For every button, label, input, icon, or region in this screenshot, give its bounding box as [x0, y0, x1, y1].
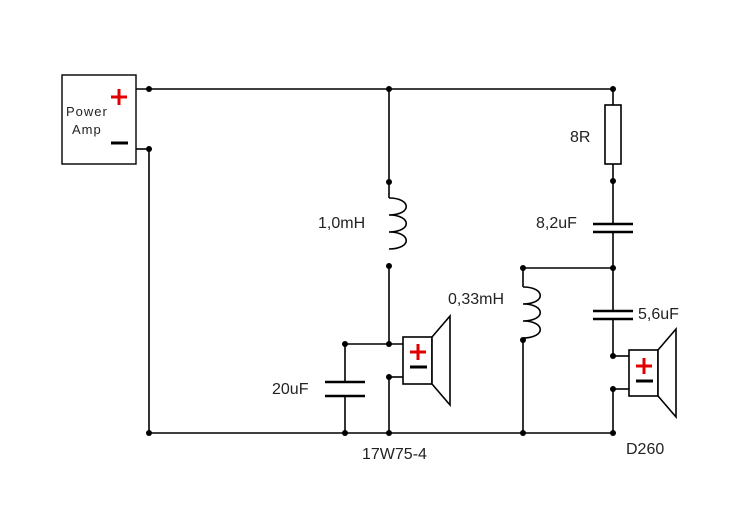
junction-dot — [342, 341, 348, 347]
junction-dot — [386, 374, 392, 380]
junction-dot — [520, 265, 526, 271]
junction-dot — [610, 86, 616, 92]
inductor-l1-label: 1,0mH — [318, 215, 365, 232]
wires — [136, 88, 629, 434]
power-amp-label-line2: Amp — [72, 122, 102, 137]
inductor-icon — [522, 286, 542, 339]
capacitor-c2-label: 5,6uF — [638, 306, 679, 323]
capacitor-icon — [593, 222, 633, 234]
capacitor-c3: 20uF — [272, 380, 365, 398]
junction-dot — [342, 430, 348, 436]
junction-dot — [610, 430, 616, 436]
resistor-r1: 8R — [570, 104, 622, 165]
junction-dot — [146, 86, 152, 92]
junction-dot — [610, 265, 616, 271]
inductor-l2-label: 0,33mH — [448, 291, 504, 308]
woofer-speaker: 17W75-4 — [362, 313, 451, 463]
power-amp-box — [61, 74, 137, 165]
tweeter-speaker: D260 — [626, 326, 677, 458]
resistor-icon — [604, 104, 622, 165]
capacitor-c2: 5,6uF — [593, 306, 679, 323]
junction-dot — [520, 430, 526, 436]
tweeter-label: D260 — [626, 441, 664, 458]
junction-dot — [386, 263, 392, 269]
junction-dot — [146, 146, 152, 152]
inductor-l2: 0,33mH — [448, 286, 542, 339]
junction-dots — [146, 86, 616, 436]
capacitor-c3-label: 20uF — [272, 381, 309, 398]
resistor-r1-label: 8R — [570, 129, 590, 146]
capacitor-icon — [593, 309, 633, 321]
inductor-l1: 1,0mH — [318, 197, 408, 250]
junction-dot — [610, 353, 616, 359]
inductor-icon — [388, 197, 408, 250]
speaker-icon — [628, 326, 677, 420]
capacitor-icon — [325, 380, 365, 398]
power-amp: Power Amp — [61, 74, 137, 165]
junction-dot — [386, 341, 392, 347]
woofer-plus-terminal-icon — [410, 344, 426, 360]
amp-plus-terminal-icon — [111, 89, 127, 105]
junction-dot — [386, 86, 392, 92]
tweeter-plus-terminal-icon — [636, 358, 652, 374]
capacitor-c1: 8,2uF — [536, 215, 633, 234]
junction-dot — [386, 179, 392, 185]
speaker-icon — [402, 313, 451, 408]
junction-dot — [386, 430, 392, 436]
junction-dot — [146, 430, 152, 436]
power-amp-label-line1: Power — [66, 104, 108, 119]
junction-dot — [610, 178, 616, 184]
woofer-label: 17W75-4 — [362, 446, 427, 463]
capacitor-c1-label: 8,2uF — [536, 215, 577, 232]
junction-dot — [610, 386, 616, 392]
